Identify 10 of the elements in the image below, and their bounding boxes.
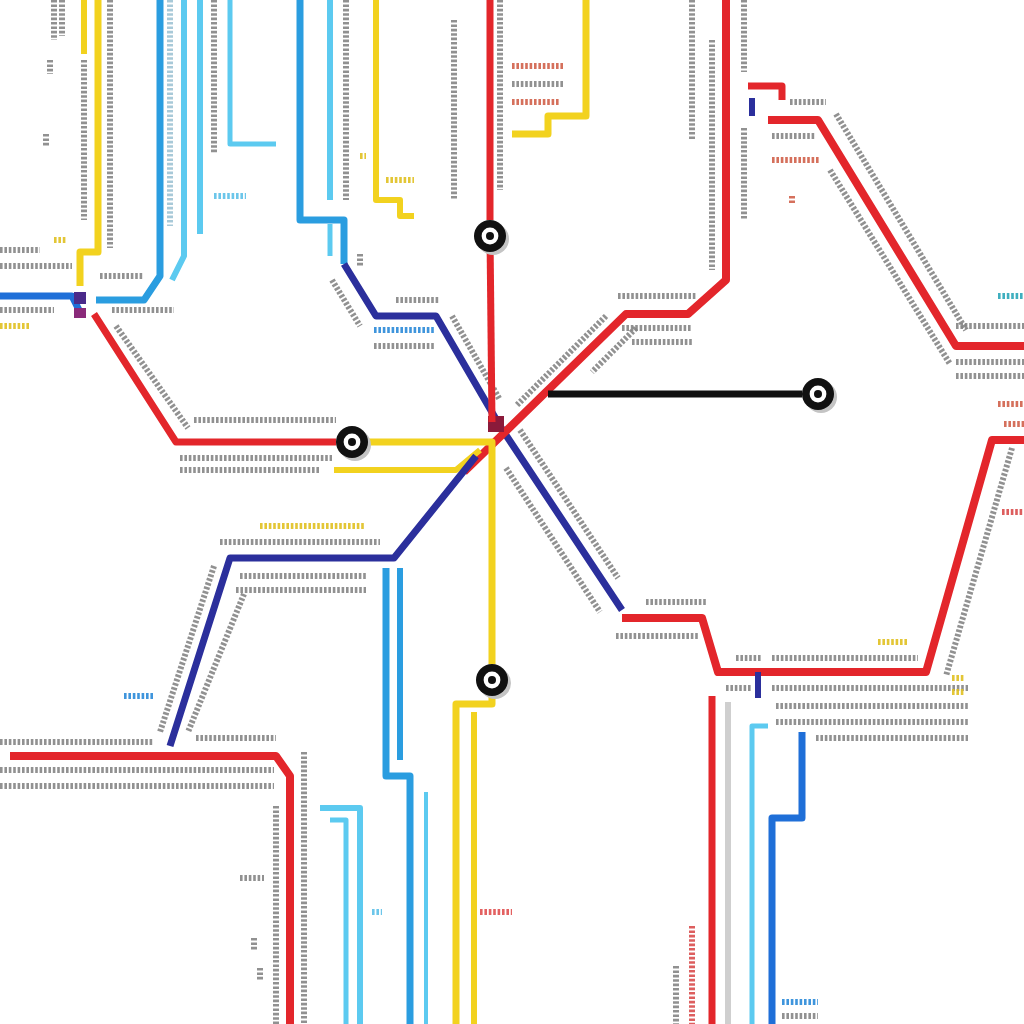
transit-line	[452, 696, 496, 1024]
transit-line	[548, 390, 802, 398]
transit-line	[368, 438, 496, 664]
station-ring-icon	[334, 424, 372, 462]
station-ring-icon	[800, 376, 838, 414]
transit-line	[91, 312, 336, 446]
transit-line	[486, 0, 494, 220]
station-ring-icon	[472, 218, 510, 256]
station-ring-icon	[474, 662, 512, 700]
transit-line	[486, 251, 496, 423]
